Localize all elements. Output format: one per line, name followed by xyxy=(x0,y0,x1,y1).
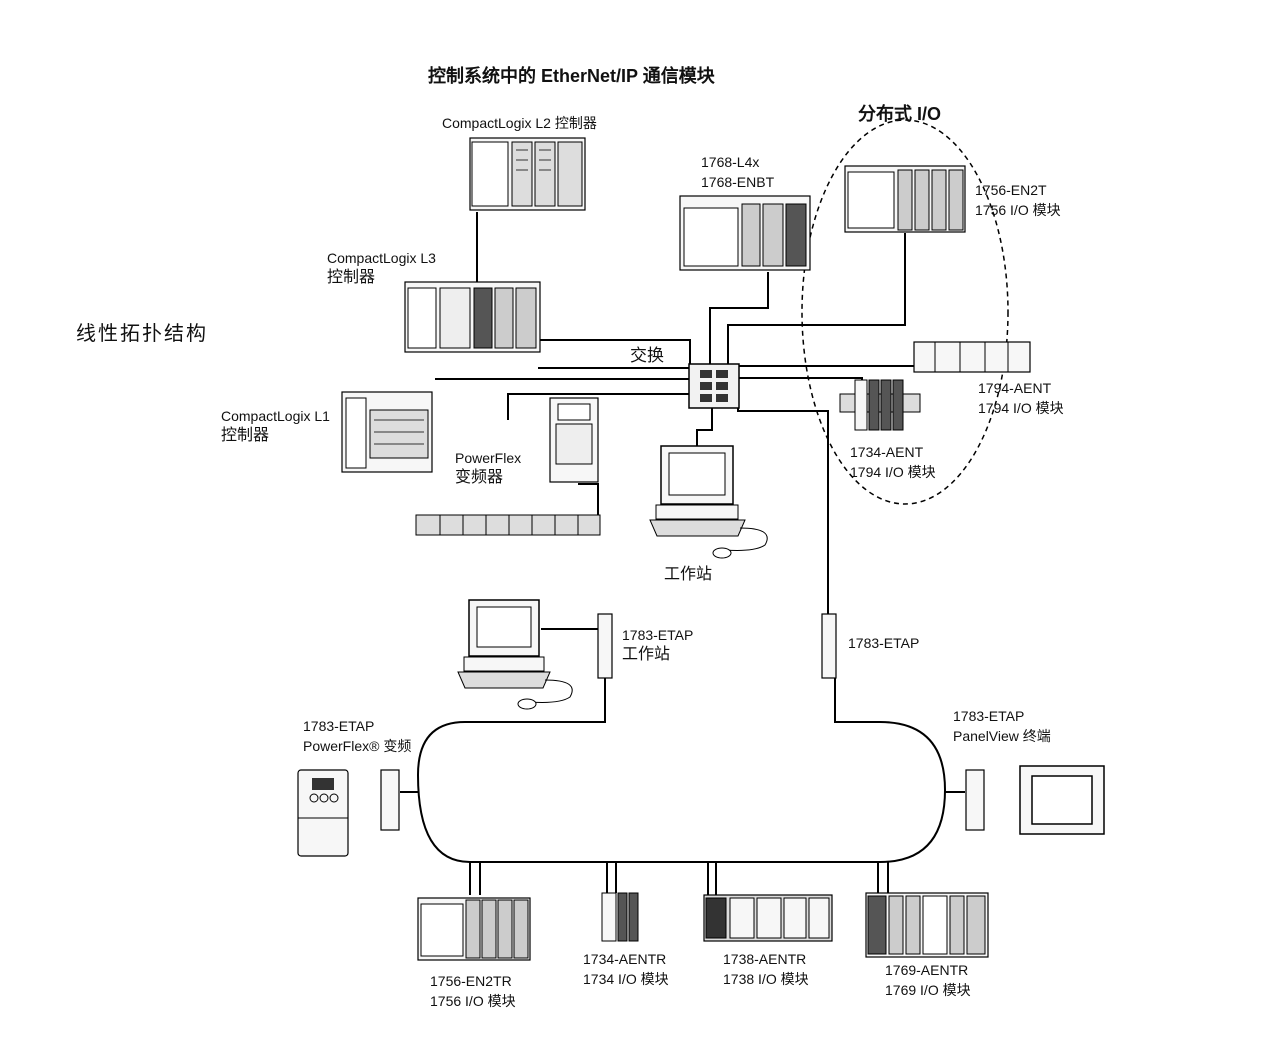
label-l4x: 1768-L4x 1768-ENBT xyxy=(701,152,774,192)
ethernet-switch xyxy=(688,363,740,409)
label-powerflex-line2: 变频器 xyxy=(455,469,504,486)
label-l4x-line2: 1768-ENBT xyxy=(701,174,775,190)
cable-ws-switch xyxy=(696,406,713,446)
label-distributed-io: 分布式 I/O xyxy=(858,104,942,124)
etap-panelview xyxy=(965,769,985,831)
label-etap-panelview-line1: 1783-ETAP xyxy=(953,708,1025,724)
label-compactlogix-l2: CompactLogix L2 控制器 xyxy=(442,115,597,131)
etap-devices xyxy=(380,613,985,831)
label-powerflex: PowerFlex 变频器 xyxy=(455,448,521,488)
cable-powerflex-switch xyxy=(507,393,690,420)
label-powerflex-line1: PowerFlex xyxy=(455,450,522,466)
ring-top xyxy=(416,678,947,863)
label-1734r: 1734-AENTR 1734 I/O 模块 xyxy=(583,949,669,989)
compactlogix-l3-controller xyxy=(404,281,541,353)
compact-io-1769r xyxy=(865,892,989,958)
label-en2t-line1: 1756-EN2T xyxy=(975,182,1047,198)
network-cables xyxy=(400,212,965,895)
label-compactlogix-l3: CompactLogix L3 控制器 xyxy=(327,248,436,288)
label-1734-line2: 1794 I/O 模块 xyxy=(850,464,936,480)
etap-powerflex xyxy=(380,769,400,831)
panelview-terminal xyxy=(1019,765,1105,835)
cable-1734-switch xyxy=(738,377,863,390)
l4x-controller xyxy=(679,195,811,271)
label-1769r-line2: 1769 I/O 模块 xyxy=(885,982,971,998)
label-1769r: 1769-AENTR 1769 I/O 模块 xyxy=(885,960,971,1000)
label-1734: 1734-AENT 1794 I/O 模块 xyxy=(850,442,936,482)
flex-io-1794 xyxy=(913,341,1031,373)
label-1734r-line1: 1734-AENTR xyxy=(583,951,667,967)
distributed-io-boundary xyxy=(801,119,1009,505)
label-etap-right: 1783-ETAP xyxy=(848,635,920,651)
label-compactlogix-l1: CompactLogix L1 控制器 xyxy=(221,406,330,446)
label-etap-panelview: 1783-ETAP PanelView 终端 xyxy=(953,706,1051,746)
label-en2t: 1756-EN2T 1756 I/O 模块 xyxy=(975,180,1061,220)
label-etap-powerflex-line1: 1783-ETAP xyxy=(303,718,375,734)
point-io-1734r xyxy=(601,892,639,942)
label-en2tr: 1756-EN2TR 1756 I/O 模块 xyxy=(430,971,516,1011)
label-compactlogix-l3-line1: CompactLogix L3 xyxy=(327,250,436,266)
label-1734-line1: 1734-AENT xyxy=(850,444,924,460)
label-1738r: 1738-AENTR 1738 I/O 模块 xyxy=(723,949,809,989)
powerflex-drive xyxy=(549,397,599,483)
label-compactlogix-l1-line1: CompactLogix L1 xyxy=(221,408,330,424)
point-io-1734 xyxy=(839,379,921,431)
label-1734r-line2: 1734 I/O 模块 xyxy=(583,971,669,987)
label-en2tr-line2: 1756 I/O 模块 xyxy=(430,993,516,1009)
label-etap-workstation: 1783-ETAP 工作站 xyxy=(622,625,693,665)
cable-l1-switch xyxy=(435,378,690,380)
label-en2tr-line1: 1756-EN2TR xyxy=(430,973,512,989)
label-linear-topology: 线性拓扑结构 xyxy=(76,323,208,345)
label-etap-workstation-line2: 工作站 xyxy=(622,646,671,663)
cable-l2-switch xyxy=(476,212,691,365)
label-en2t-line2: 1756 I/O 模块 xyxy=(975,202,1061,218)
label-etap-panelview-line2: PanelView 终端 xyxy=(953,728,1051,744)
label-l4x-line1: 1768-L4x xyxy=(701,154,760,170)
cable-switch-etap xyxy=(737,400,829,614)
en2t-chassis xyxy=(844,165,966,233)
en2tr-chassis xyxy=(417,897,531,961)
label-1738r-line1: 1738-AENTR xyxy=(723,951,807,967)
powerflex-small-drive xyxy=(297,769,349,857)
label-etap-powerflex: 1783-ETAP PowerFlex® 变频 xyxy=(303,716,411,756)
page-title: 控制系统中的 EtherNet/IP 通信模块 xyxy=(428,66,715,86)
workstation-etap xyxy=(457,599,573,710)
etap-workstation xyxy=(597,613,613,679)
label-1738r-line2: 1738 I/O 模块 xyxy=(723,971,809,987)
label-1769r-line1: 1769-AENTR xyxy=(885,962,969,978)
label-1794-line2: 1794 I/O 模块 xyxy=(978,400,1064,416)
label-1794: 1794-AENT 1794 I/O 模块 xyxy=(978,378,1064,418)
etap-right xyxy=(821,613,837,679)
label-etap-workstation-line1: 1783-ETAP xyxy=(622,627,694,643)
compactlogix-l1-controller xyxy=(341,391,433,473)
cable-l4x-switch xyxy=(709,272,769,365)
cable-en2t-switch xyxy=(727,233,906,365)
compactlogix-l2-controller xyxy=(469,137,586,211)
label-switch: 交换 xyxy=(630,346,664,365)
io-strip xyxy=(415,514,601,536)
label-etap-powerflex-line2: PowerFlex® 变频 xyxy=(303,738,412,754)
armorblock-1738r xyxy=(703,894,833,942)
label-compactlogix-l1-line2: 控制器 xyxy=(221,427,270,444)
label-compactlogix-l3-line2: 控制器 xyxy=(327,269,376,286)
label-workstation-top: 工作站 xyxy=(664,566,713,583)
cable-pf-strip xyxy=(578,483,599,515)
workstation-top xyxy=(649,445,768,559)
label-1794-line1: 1794-AENT xyxy=(978,380,1052,396)
